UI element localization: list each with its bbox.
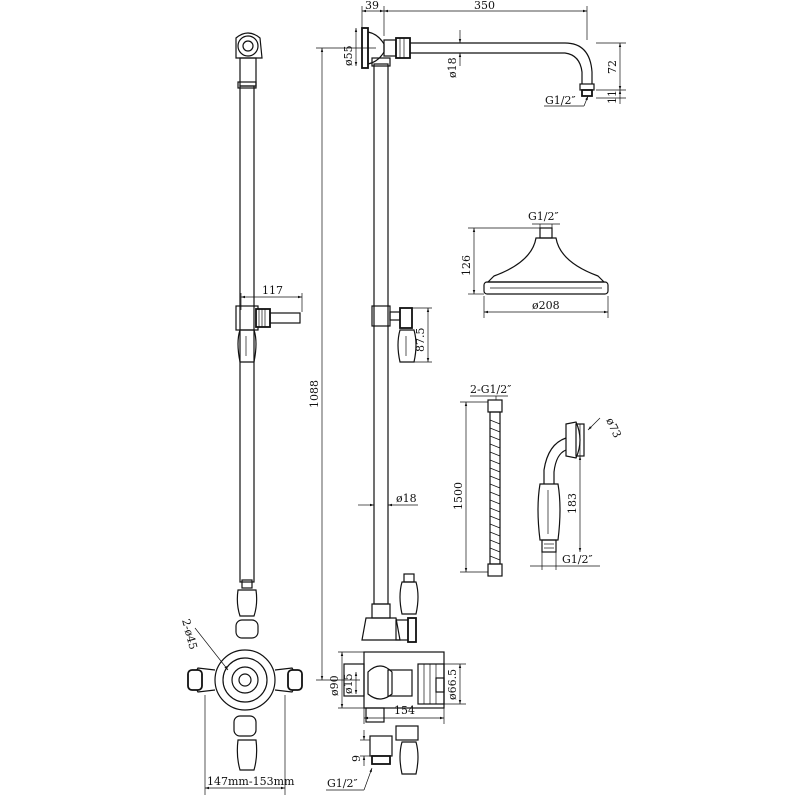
dim-body-width: 154 (394, 704, 415, 717)
hose-view: 2-G1/2″ 1500 (452, 383, 511, 577)
shower-head-view: G1/2″ 126 ø208 (460, 210, 609, 318)
dim-head-dia: ø208 (532, 299, 560, 312)
front-slider-holder (235, 305, 301, 363)
front-view: 117 2-ø45 147mm-153mm (179, 32, 303, 795)
dim-arm-tail: 11 (606, 90, 619, 104)
dim-arm-pipe: ø18 (446, 57, 459, 78)
dim-handset-length: 183 (566, 493, 579, 514)
front-upper-handle (235, 579, 259, 639)
side-valve-assembly (343, 573, 445, 775)
dim-riser-pipe: ø18 (396, 492, 417, 505)
front-top-bracket (235, 32, 263, 87)
dim-riser-height: 1088 (308, 380, 321, 408)
dim-body-90: ø90 (328, 675, 341, 696)
label-arm-thread: G1/2″ (545, 94, 576, 107)
front-riser-pipe (239, 85, 255, 583)
side-riser-pipe (373, 63, 389, 605)
dim-body-15: ø15 (342, 673, 355, 694)
front-lower-handle (233, 715, 258, 771)
dim-head-height: 126 (460, 255, 473, 276)
label-hose-thread: 2-G1/2″ (470, 383, 511, 396)
handset-view: ø73 183 G1/2″ (530, 416, 624, 570)
front-valve-body (187, 649, 303, 711)
dim-wall-plate: ø55 (342, 45, 355, 66)
dim-arm-offset: 39 (365, 0, 379, 12)
dim-handle-drop: 87.5 (414, 328, 427, 353)
dim-holder-reach: 117 (262, 284, 283, 297)
dim-outlet-gap: 9 (350, 755, 363, 762)
side-shower-arm (383, 37, 595, 97)
label-handset-thread: G1/2″ (562, 553, 593, 566)
label-inlet-thread: G1/2″ (327, 777, 358, 790)
side-slider-holder (371, 305, 417, 363)
dim-arm-length: 350 (474, 0, 495, 12)
side-view: 39 350 ø55 ø18 72 11 G1/2″ (308, 0, 626, 791)
dim-hose-length: 1500 (452, 482, 465, 510)
dim-control-dia: 2-ø45 (179, 617, 200, 651)
label-head-thread: G1/2″ (528, 210, 559, 223)
dim-handset-dia: ø73 (603, 416, 623, 440)
dim-body-66: ø66.5 (446, 669, 459, 700)
dim-centres: 147mm-153mm (207, 775, 295, 788)
dim-arm-drop: 72 (606, 60, 619, 74)
